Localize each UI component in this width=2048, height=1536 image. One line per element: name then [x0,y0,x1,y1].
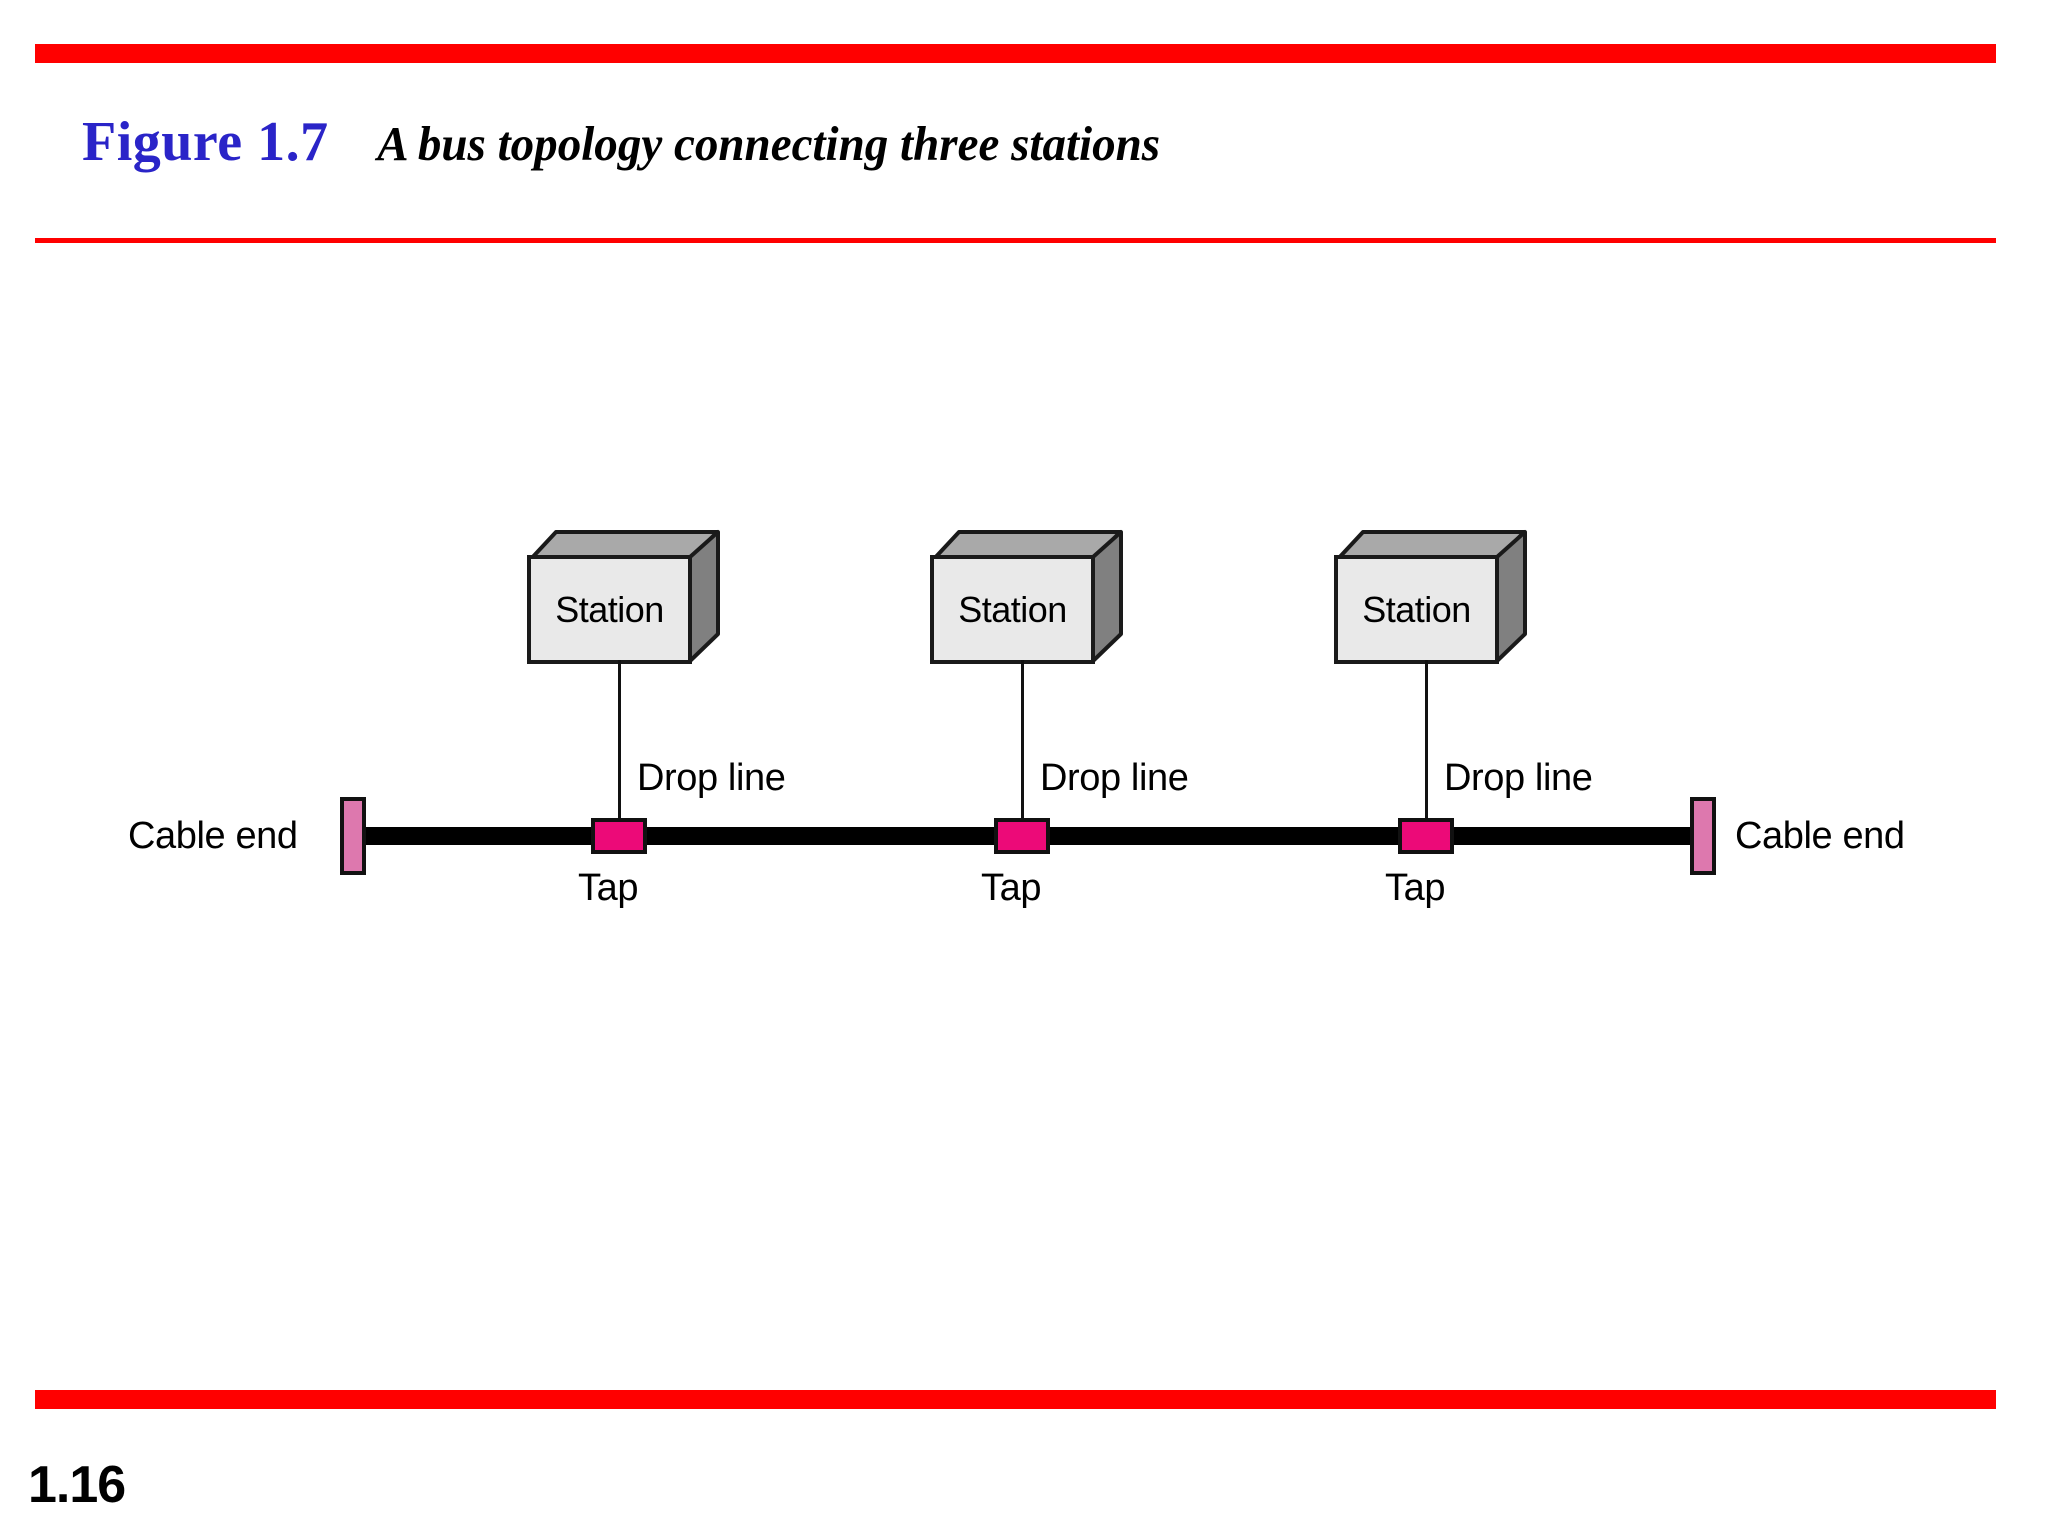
tap-1[interactable] [591,818,647,854]
station-box-3-front-face: Station [1334,555,1499,664]
drop-line-3-label: Drop line [1444,757,1593,799]
cable-end-right [1690,797,1716,875]
station-box-1-front-face: Station [527,555,692,664]
tap-3[interactable] [1398,818,1454,854]
drop-line-2 [1021,660,1024,824]
station-box-1-side-face [688,530,720,663]
figure-number-label: Figure 1.7 [82,111,329,173]
tap-3-label: Tap [1385,867,1446,909]
figure-title: Figure 1.7 A bus topology connecting thr… [82,110,1176,182]
tap-2[interactable] [994,818,1050,854]
page-number: 1.16 [28,1456,126,1514]
tap-1-label: Tap [578,867,639,909]
drop-line-3 [1425,660,1428,824]
title-underline-rule [35,238,1996,243]
station-box-1[interactable]: Station [527,529,720,664]
top-red-rule [35,44,1996,63]
drop-line-2-label: Drop line [1040,757,1189,799]
cable-end-right-label: Cable end [1735,815,1905,857]
station-1-label: Station [555,588,664,630]
cable-end-left [340,797,366,875]
station-3-label: Station [1362,588,1471,630]
station-box-2-front-face: Station [930,555,1095,664]
figure-caption-text: A bus topology connecting three stations [376,116,1160,171]
station-box-2-side-face [1091,530,1123,663]
tap-2-label: Tap [981,867,1042,909]
station-box-2[interactable]: Station [930,529,1123,664]
drop-line-1-label: Drop line [637,757,786,799]
station-box-3[interactable]: Station [1334,529,1527,664]
cable-end-left-label: Cable end [128,815,298,857]
bottom-red-rule [35,1390,1996,1409]
drop-line-1 [618,660,621,824]
station-2-label: Station [958,588,1067,630]
station-box-3-side-face [1495,530,1527,663]
